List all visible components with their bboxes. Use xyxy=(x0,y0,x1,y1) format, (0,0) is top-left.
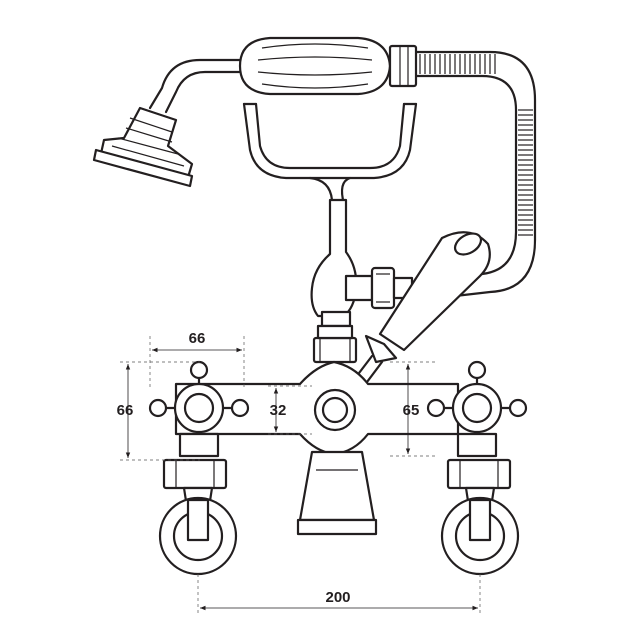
dimension-inlet-height: 65 xyxy=(390,361,436,457)
shower-handset-handle xyxy=(238,36,418,96)
dimension-label-handle-span: 66 xyxy=(189,330,206,347)
handset-hose-left xyxy=(148,58,244,114)
left-cross-handle xyxy=(148,360,250,456)
dimension-label-centers: 200 xyxy=(325,589,350,606)
dimension-label-spout-height: 32 xyxy=(270,402,287,419)
shower-head xyxy=(92,106,194,188)
right-inlet-leg xyxy=(440,432,520,576)
dimension-spout-height: 32 xyxy=(268,385,312,435)
spout-base xyxy=(296,450,378,536)
dimension-handle-span: 66 xyxy=(149,330,245,388)
handset-cradle xyxy=(242,102,418,218)
dimension-handle-height: 66 xyxy=(117,361,200,461)
left-inlet-leg xyxy=(158,432,238,576)
shower-hose xyxy=(393,50,537,298)
dimension-label-handle-height: 66 xyxy=(117,402,134,419)
dimension-centers: 200 xyxy=(197,574,481,614)
dimension-label-inlet-height: 65 xyxy=(403,402,420,419)
diverter-lever xyxy=(338,231,491,404)
mixer-body xyxy=(174,360,460,456)
